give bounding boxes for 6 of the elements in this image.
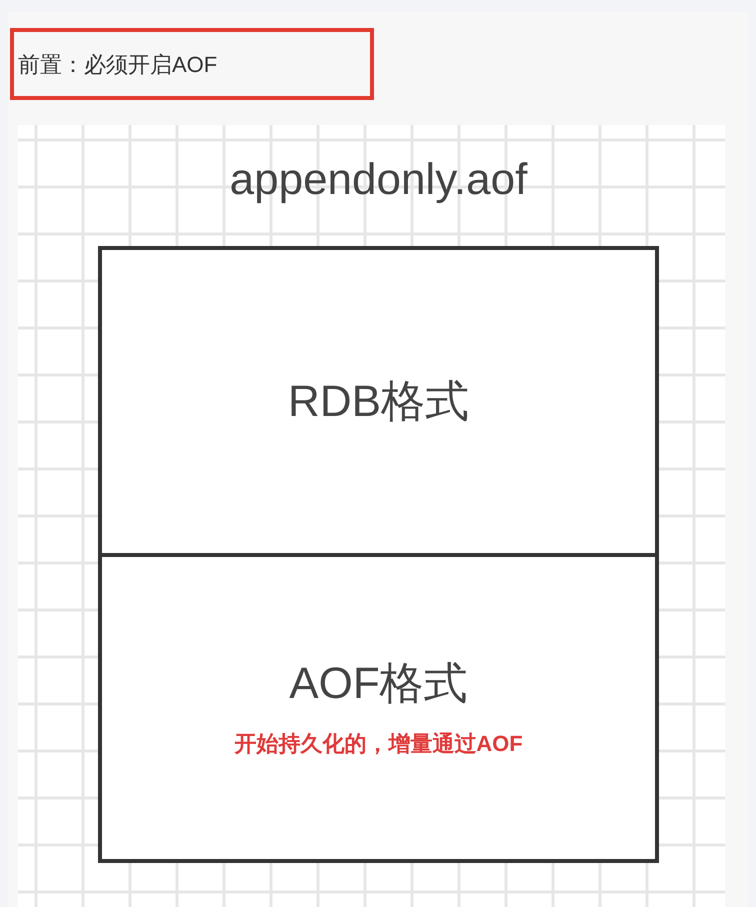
file-name: appendonly.aof — [230, 154, 528, 206]
prerequisite-box — [10, 28, 374, 100]
section-title: RDB格式 — [288, 376, 469, 428]
note-text: 开始持久化的，增量通过AOF — [234, 730, 523, 758]
section-title: AOF格式 — [289, 658, 468, 710]
prerequisite-text: 前置：必须开启AOF — [18, 50, 218, 78]
